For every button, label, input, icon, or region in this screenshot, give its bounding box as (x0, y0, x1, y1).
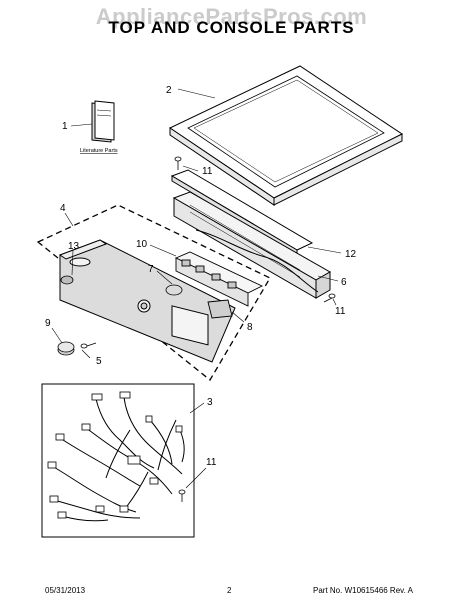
watermark: AppliancePartsPros.com (95, 4, 368, 29)
top-panel (168, 65, 403, 206)
callout-1: 1 (62, 121, 68, 132)
screw-icon (323, 293, 336, 303)
footer-part-number: Part No. W10615466 Rev. A (313, 586, 413, 595)
page-title: TOP AND CONSOLE PARTS (108, 18, 355, 37)
leader-11a (182, 165, 199, 172)
leader-3 (189, 402, 205, 414)
callout-6: 6 (341, 277, 347, 288)
knob-icon (57, 341, 75, 356)
leader-11b (332, 298, 337, 306)
knob-icon (165, 284, 183, 296)
callout-11b: 11 (335, 306, 346, 317)
callout-8: 8 (247, 322, 253, 333)
spring-icon (80, 342, 97, 349)
callout-4: 4 (60, 203, 66, 214)
leader-8 (231, 311, 245, 323)
display-lens (207, 299, 233, 319)
callout-5: 5 (96, 356, 102, 367)
screw-icon (174, 156, 182, 170)
leader-12 (307, 246, 342, 254)
callout-9: 9 (45, 318, 51, 329)
callout-11a: 11 (202, 166, 213, 177)
callout-2: 2 (166, 85, 172, 96)
leader-13 (71, 249, 74, 276)
footer-date: 05/31/2013 (45, 586, 86, 595)
leader-7 (156, 270, 173, 285)
wire-harness-box (41, 383, 195, 538)
leader-4 (64, 212, 74, 227)
wire-harness (51, 396, 185, 522)
control-board (174, 251, 264, 307)
housing-wire (195, 229, 319, 293)
leader-5 (81, 349, 91, 359)
harness-connectors (47, 391, 183, 519)
console-housing (172, 191, 332, 299)
literature-label: Literature Parts (80, 148, 118, 154)
leader-1 (70, 123, 93, 127)
screw-icon (178, 489, 186, 502)
leader-2 (177, 88, 216, 99)
callout-10: 10 (136, 239, 148, 250)
footer-page: 2 (227, 586, 232, 595)
literature-booklet (91, 100, 115, 143)
leader-9 (51, 327, 63, 344)
leader-10 (149, 244, 177, 257)
leader-11c (185, 467, 207, 489)
cap-icon (60, 275, 74, 285)
console-panel (58, 239, 236, 363)
callout-7: 7 (148, 264, 154, 275)
leader-6 (317, 275, 339, 282)
callout-12: 12 (345, 249, 357, 260)
callout-3: 3 (207, 397, 213, 408)
callout-13: 13 (68, 241, 80, 252)
callout-11c: 11 (206, 457, 217, 468)
